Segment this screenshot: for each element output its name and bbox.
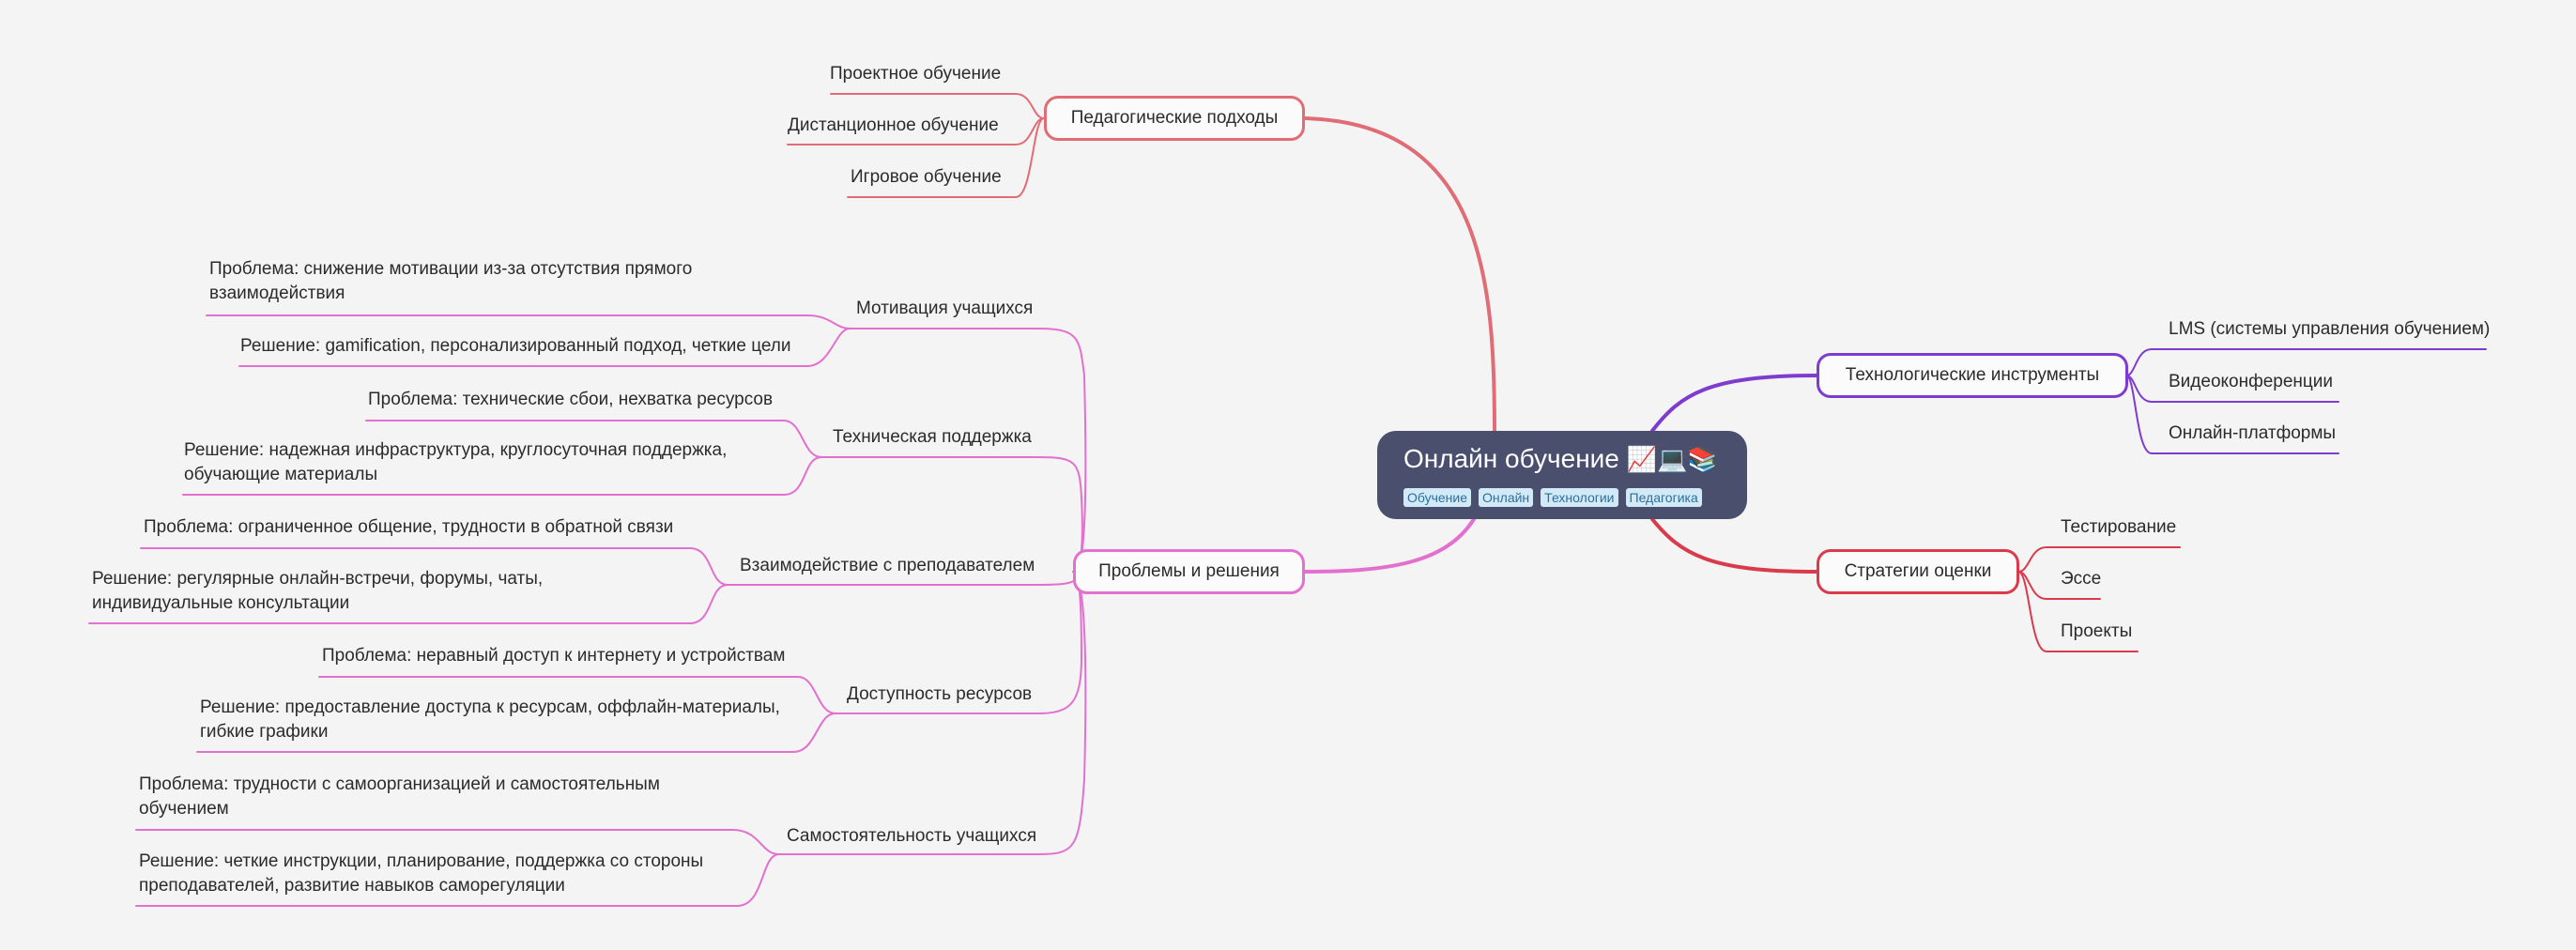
teacher-solution[interactable]: Решение: регулярные онлайн-встречи, фору… xyxy=(92,567,543,616)
motivation-solution-line-1: Решение: gamification, персонализированн… xyxy=(240,336,791,356)
resources-problem[interactable]: Проблема: неравный доступ к интернету и … xyxy=(322,644,785,668)
pedagogy-item-distance[interactable]: Дистанционное обучение xyxy=(788,115,999,135)
motivation-problem-line-1: Проблема: снижение мотивации из-за отсут… xyxy=(209,259,693,279)
assessment-item-essay[interactable]: Эссе xyxy=(2061,569,2102,589)
motivation-solution[interactable]: Решение: gamification, персонализированн… xyxy=(240,334,791,359)
tech-solution-line-2: обучающие материалы xyxy=(184,465,378,484)
topic-student-autonomy[interactable]: Самостоятельность учащихся xyxy=(787,826,1037,846)
connector-autonomy-solution xyxy=(135,853,780,907)
motivation-problem-line-2: взаимодействия xyxy=(209,283,345,303)
connector-tools-1 xyxy=(2125,348,2487,376)
tech-solution-line-1: Решение: надежная инфраструктура, кругло… xyxy=(184,440,728,460)
topic-resource-access[interactable]: Доступность ресурсов xyxy=(847,684,1033,704)
teacher-problem[interactable]: Проблема: ограниченное общение, трудност… xyxy=(144,515,673,540)
tools-item-platforms[interactable]: Онлайн-платформы xyxy=(2169,423,2337,443)
branch-tools[interactable]: Технологические инструменты xyxy=(1817,353,2128,398)
connector-pedagogy-1 xyxy=(830,93,1045,119)
assessment-item-testing[interactable]: Тестирование xyxy=(2061,517,2177,537)
teacher-problem-line-1: Проблема: ограниченное общение, трудност… xyxy=(144,517,674,537)
autonomy-solution-line-1: Решение: четкие инструкции, планирование… xyxy=(139,851,704,871)
tools-item-video[interactable]: Видеоконференции xyxy=(2169,372,2334,391)
autonomy-problem-line-2: обучением xyxy=(139,799,229,819)
assessment-item-projects[interactable]: Проекты xyxy=(2061,621,2133,641)
topic-tech-support[interactable]: Техническая поддержка xyxy=(833,427,1032,447)
connector-motivation-problem xyxy=(206,314,851,329)
pedagogy-item-project[interactable]: Проектное обучение xyxy=(830,64,1002,84)
connector-root-tools xyxy=(1650,374,1818,433)
tag-learning[interactable]: Обучение xyxy=(1403,488,1472,507)
connector-root-problems xyxy=(1301,517,1476,574)
tech-solution[interactable]: Решение: надежная инфраструктура, кругло… xyxy=(184,438,727,487)
connector-resources-solution xyxy=(196,712,836,753)
pedagogy-item-game[interactable]: Игровое обучение xyxy=(851,167,1002,187)
connector-topic-1 xyxy=(849,328,1087,573)
connector-autonomy-problem xyxy=(135,829,780,855)
root-tags: Обучение Онлайн Технологии Педагогика xyxy=(1403,488,1747,507)
connector-root-pedagogy xyxy=(1301,116,1496,433)
connector-assessment-3 xyxy=(2017,571,2139,652)
tag-technologies[interactable]: Технологии xyxy=(1541,488,1618,507)
autonomy-solution[interactable]: Решение: четкие инструкции, планирование… xyxy=(139,850,703,898)
connector-tech-solution xyxy=(182,456,822,496)
autonomy-problem[interactable]: Проблема: трудности с самоорганизацией и… xyxy=(139,773,660,821)
tech-problem-line-1: Проблема: технические сбои, нехватка рес… xyxy=(368,390,774,409)
topic-teacher-interaction[interactable]: Взаимодействие с преподавателем xyxy=(740,556,1035,575)
connector-pedagogy-3 xyxy=(847,117,1045,198)
connector-root-assessment xyxy=(1650,517,1818,574)
resources-solution-line-1: Решение: предоставление доступа к ресурс… xyxy=(200,697,780,717)
tag-pedagogy[interactable]: Педагогика xyxy=(1625,488,1702,507)
connector-motivation-solution xyxy=(238,328,851,367)
motivation-problem[interactable]: Проблема: снижение мотивации из-за отсут… xyxy=(209,257,692,306)
branch-pedagogy[interactable]: Педагогические подходы xyxy=(1044,96,1305,141)
branch-problems[interactable]: Проблемы и решения xyxy=(1073,549,1305,594)
resources-solution[interactable]: Решение: предоставление доступа к ресурс… xyxy=(200,696,780,744)
connector-resources-problem xyxy=(318,676,836,714)
branch-assessment[interactable]: Стратегии оценки xyxy=(1817,549,2019,594)
connector-assessment-1 xyxy=(2017,546,2181,573)
connector-teacher-problem xyxy=(140,547,728,586)
teacher-solution-line-2: индивидуальные консультации xyxy=(92,593,350,613)
chart-laptop-books-icon: 📈💻📚 xyxy=(1626,446,1718,474)
root-node[interactable]: Онлайн обучение 📈💻📚 Обучение Онлайн Техн… xyxy=(1377,431,1747,519)
resources-problem-line-1: Проблема: неравный доступ к интернету и … xyxy=(322,646,786,666)
teacher-solution-line-1: Решение: регулярные онлайн-встречи, фору… xyxy=(92,569,544,589)
root-title: Онлайн обучение xyxy=(1403,444,1619,473)
connector-tools-3 xyxy=(2125,375,2339,454)
tag-online[interactable]: Онлайн xyxy=(1479,488,1534,507)
connector-tech-problem xyxy=(365,420,822,458)
autonomy-problem-line-1: Проблема: трудности с самоорганизацией и… xyxy=(139,774,660,794)
autonomy-solution-line-2: преподавателей, развитие навыков саморег… xyxy=(139,876,565,896)
tech-problem[interactable]: Проблема: технические сбои, нехватка рес… xyxy=(368,388,773,412)
resources-solution-line-2: гибкие графики xyxy=(200,722,329,742)
root-title-row: Онлайн обучение 📈💻📚 xyxy=(1403,442,1747,477)
topic-motivation[interactable]: Мотивация учащихся xyxy=(856,299,1034,318)
tools-item-lms[interactable]: LMS (системы управления обучением) xyxy=(2169,319,2491,339)
connector-teacher-solution xyxy=(88,584,728,624)
